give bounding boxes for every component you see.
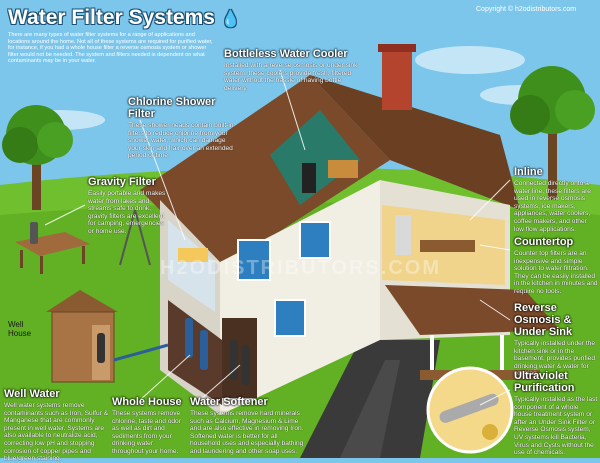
uv-system-inset xyxy=(426,366,514,454)
section-title: Chlorine Shower Filter xyxy=(128,96,216,120)
section-body: Installed with a reverse osmosis or unde… xyxy=(224,62,358,92)
tree-right xyxy=(510,66,595,200)
section-title: Bottleless Water Cooler xyxy=(224,48,348,60)
section-body: Typically installed under the kitchen si… xyxy=(514,340,596,378)
section-title: Inline xyxy=(514,166,543,178)
title-text: Water Filter Systems xyxy=(8,6,215,29)
section-well-water: Well Water Well water systems remove con… xyxy=(4,388,110,463)
section-body: These systems remove hard minerals such … xyxy=(190,410,304,455)
section-title: Ultraviolet Purification xyxy=(514,370,575,394)
section-title: Water Softener xyxy=(190,396,268,408)
copyright-text: Copyright © h2odistributors.com xyxy=(476,6,577,13)
callout-lines xyxy=(44,69,511,406)
section-title: Whole House xyxy=(112,396,182,408)
section-body: Well water systems remove contaminants s… xyxy=(4,402,109,463)
well-house-label: Well House xyxy=(8,320,32,338)
section-title: Gravity Filter xyxy=(88,176,156,188)
section-title: Countertop xyxy=(514,236,574,248)
page-title: Water Filter Systems 💧 xyxy=(8,6,241,30)
tree-left xyxy=(2,105,73,210)
watermark-text: H2ODISTRIBUTORS.COM xyxy=(160,257,441,279)
section-reverse-osmosis: Reverse Osmosis & Under Sink Typically i… xyxy=(514,302,598,378)
section-body: Easily portable and makes water from lak… xyxy=(88,190,166,235)
section-body: These shower heads contain built-in filt… xyxy=(128,122,234,160)
section-bottleless: Bottleless Water Cooler Installed with a… xyxy=(224,48,364,92)
section-body: These systems remove chlorine, taste and… xyxy=(112,410,181,455)
section-body: Counter top filters are an inexpensive a… xyxy=(514,250,598,295)
section-title: Reverse Osmosis & Under Sink xyxy=(514,302,573,338)
swing-set xyxy=(119,209,151,266)
picnic-table xyxy=(15,222,90,274)
section-whole-house: Whole House These systems remove chlorin… xyxy=(112,396,184,456)
section-countertop: Countertop Counter top filters are an in… xyxy=(514,236,598,296)
section-ultraviolet: Ultraviolet Purification Typically insta… xyxy=(514,370,598,457)
intro-paragraph: There are many types of water filter sys… xyxy=(8,32,213,65)
section-gravity: Gravity Filter Easily portable and makes… xyxy=(88,176,168,236)
water-line xyxy=(113,343,169,362)
section-title: Well Water xyxy=(4,388,60,400)
section-body: Connected directly onto a water line, th… xyxy=(514,180,591,233)
water-drop-icon: 💧 xyxy=(220,11,241,28)
section-inline: Inline Connected directly onto a water l… xyxy=(514,166,598,233)
well-house xyxy=(46,290,118,383)
section-body: Typically installed as the last componen… xyxy=(514,396,598,457)
section-water-softener: Water Softener These systems remove hard… xyxy=(190,396,306,456)
section-shower: Chlorine Shower Filter These shower head… xyxy=(128,96,240,160)
